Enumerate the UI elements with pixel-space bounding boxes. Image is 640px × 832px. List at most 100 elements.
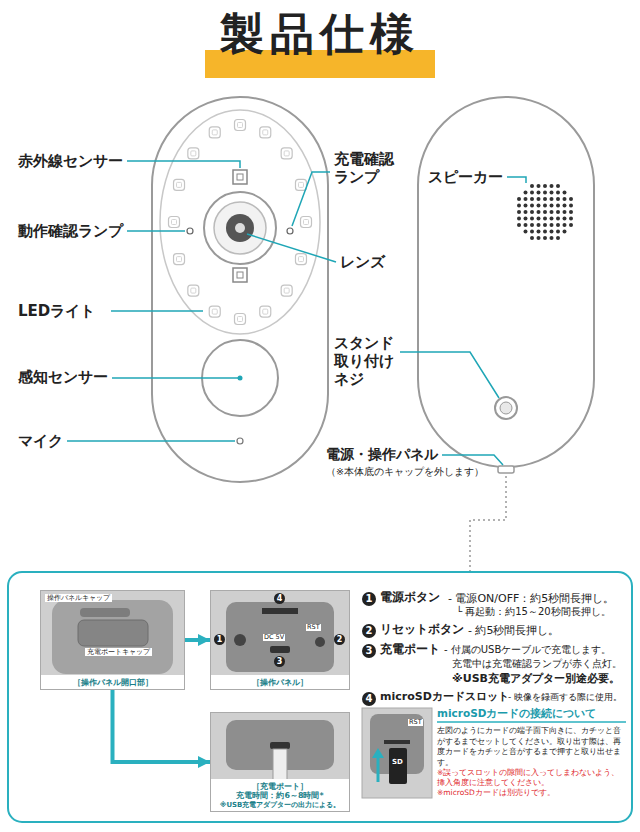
photo-charge-port: [210, 712, 350, 812]
led-light: [284, 288, 289, 293]
speaker-grille: [530, 230, 534, 234]
part-name: 操作パネルキャップ: [45, 594, 112, 602]
callout-number: 3: [274, 656, 285, 667]
speaker-grille: [556, 191, 560, 195]
status-lamp: [187, 228, 293, 234]
note: （※本体底のキャップを外します）: [326, 466, 484, 477]
speaker-grille: [563, 197, 567, 201]
led-light: [301, 217, 312, 228]
led-light: [209, 306, 220, 317]
speaker-grille: [543, 191, 547, 195]
part-label: 電源・操作パネル: [326, 446, 438, 463]
part-label: 動作確認ランプ: [18, 222, 123, 240]
led-light: [174, 179, 185, 190]
led-light: [298, 182, 303, 187]
photo-microsd: [377, 756, 380, 782]
camera-front: [160, 110, 320, 334]
item-heading: 充電ポート: [380, 642, 440, 656]
flow-arrow: [113, 690, 211, 762]
camera-front: [152, 97, 328, 482]
speaker-grille: [517, 184, 573, 240]
heading-rule: [437, 721, 626, 723]
speaker-grille: [524, 197, 528, 201]
photo-control-panel: [270, 646, 290, 653]
callout-number: 3: [362, 644, 376, 658]
speaker-grille: [537, 184, 541, 188]
led-light: [235, 120, 246, 131]
note-column: 左図のようにカードの端子面下向きに、カチッと音がするまでセットしてください。取り…: [437, 726, 627, 798]
leader-line: [127, 161, 240, 168]
lens: [214, 202, 266, 254]
item-description: - 約5秒間長押し。: [468, 624, 559, 637]
warning-note: ※microSDカードは別売りです。: [437, 788, 627, 798]
speaker-grille: [556, 236, 560, 240]
speaker-grille: [563, 230, 567, 234]
led-light: [177, 182, 182, 187]
led-light: [209, 127, 220, 138]
led-light: [172, 220, 177, 225]
led-light: [169, 217, 180, 228]
infrared-sensor: [237, 272, 243, 278]
speaker-grille: [550, 191, 554, 195]
leader-line: [507, 177, 526, 183]
photo-charge-port: [270, 742, 290, 749]
speaker-grille: [524, 191, 528, 195]
led-light: [295, 254, 306, 265]
speaker-grille: [569, 223, 573, 227]
callout-number: 2: [362, 624, 376, 638]
note: 左図のようにカードの端子面下向きに、カチッと音がするまでセットしてください。取り…: [437, 726, 627, 768]
item-description: - 電源ON/OFF：約5秒間長押し。: [448, 592, 614, 605]
item-description: - 付属のUSBケーブルで充電します。: [444, 644, 611, 656]
stand-screw: [495, 397, 517, 419]
speaker-grille: [530, 197, 534, 201]
led-light: [235, 314, 246, 325]
photo-box: ［充電ポート］充電時間：約6～8時間*※USB充電アダプターの出力による。: [210, 712, 350, 812]
led-light: [238, 123, 243, 128]
speaker-grille: [569, 197, 573, 201]
speaker-grille: [537, 236, 541, 240]
speaker-grille: [517, 197, 521, 201]
speaker-grille: [550, 236, 554, 240]
lens: [204, 192, 276, 264]
info-frame: [8, 572, 632, 822]
led-light: [188, 148, 199, 159]
part-name: 充電ポートキャップ: [85, 648, 152, 656]
led-light: [284, 151, 289, 156]
speaker-grille: [556, 217, 560, 221]
part-label: レンズ: [340, 253, 385, 271]
speaker-grille: [550, 230, 554, 234]
speaker-grille: [530, 236, 534, 240]
photo-panel-opening: [52, 600, 173, 674]
lens: [226, 214, 254, 242]
speaker-grille: [517, 217, 521, 221]
item-description: └ 再起動：約15～20秒間長押し。: [456, 606, 611, 618]
speaker-grille: [550, 210, 554, 214]
photo-caption: ［操作パネル］: [211, 677, 349, 687]
leader-line: [112, 377, 238, 379]
speaker-grille: [563, 223, 567, 227]
led-light: [174, 254, 185, 265]
speaker-grille: [550, 197, 554, 201]
speaker-grille: [550, 204, 554, 208]
speaker-grille: [556, 204, 560, 208]
photo-panel-opening: [78, 620, 148, 646]
card-label: SD: [392, 758, 403, 766]
dotted-guide: [470, 476, 506, 572]
photo-control-panel: [234, 634, 246, 646]
microphone: [237, 438, 243, 444]
speaker-grille: [543, 230, 547, 234]
stand-screw: [495, 397, 517, 419]
leader-line: [442, 455, 503, 465]
item-heading: ※USB充電アダプター別途必要。: [452, 672, 620, 685]
speaker-grille: [550, 184, 554, 188]
speaker-grille: [556, 223, 560, 227]
item-description: - 映像を録画する際に使用。: [508, 692, 622, 703]
photo-panel-opening: [40, 590, 185, 690]
speaker-grille: [524, 217, 528, 221]
microphone: [237, 438, 243, 444]
photo-caption: ［充電ポート］: [211, 781, 349, 791]
stand-screw: [500, 402, 512, 414]
speaker-grille: [543, 223, 547, 227]
part-label: 感知センサー: [18, 368, 108, 386]
section-heading: microSDカードの接続について: [437, 707, 596, 720]
